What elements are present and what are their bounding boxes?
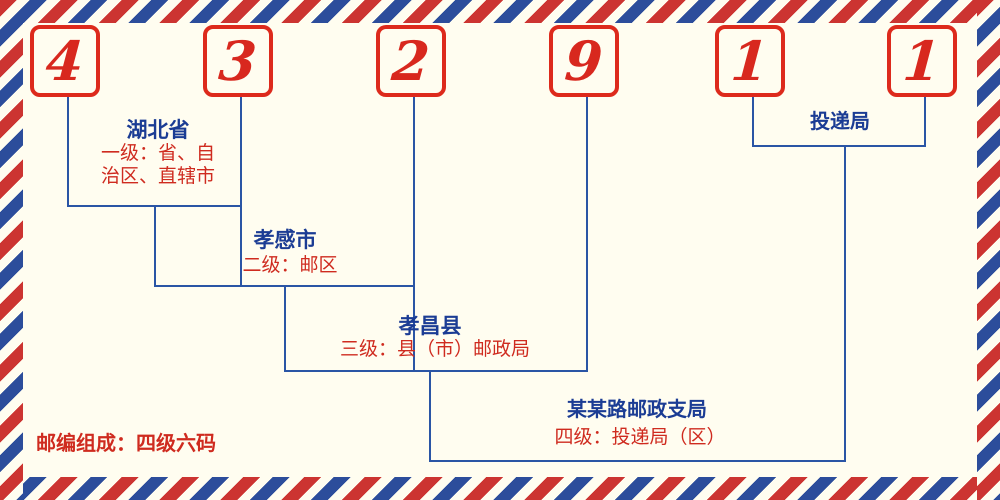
connector-line [429, 370, 431, 462]
level4-description: 四级：投递局（区） [554, 427, 726, 448]
level1-description-line1: 一级：省、自 [100, 143, 215, 164]
delivery-office-label: 投递局 [810, 111, 870, 133]
airmail-border-bottom [0, 477, 1000, 500]
airmail-border-left [0, 0, 23, 500]
postal-digit-box: 2 [376, 25, 446, 97]
postal-digit-box: 3 [203, 25, 273, 97]
airmail-border-right [977, 0, 1000, 500]
postal-digit: 2 [389, 29, 433, 93]
connector-line [67, 205, 242, 207]
postal-digit: 4 [43, 29, 87, 93]
connector-line [752, 145, 926, 147]
level2-city-name: 孝感市 [253, 229, 317, 252]
level2-description: 二级：邮区 [242, 255, 338, 276]
postal-digit-box: 1 [887, 25, 957, 97]
connector-line [752, 97, 754, 147]
level1-description-line2: 治区、直辖市 [100, 166, 215, 187]
level3-county-name: 孝昌县 [398, 315, 462, 338]
level1-description: 一级：省、自 治区、直辖市 [63, 142, 253, 188]
connector-line [154, 205, 156, 287]
postal-digit-box: 4 [30, 25, 100, 97]
connector-line [844, 145, 846, 462]
postal-digit: 1 [728, 29, 772, 93]
postal-digit: 1 [900, 29, 944, 93]
connector-line [67, 97, 69, 207]
level3-description: 三级：县（市）邮政局 [339, 339, 530, 360]
postal-digit: 3 [216, 29, 260, 93]
postal-digit-box: 1 [715, 25, 785, 97]
postal-digit: 9 [562, 29, 606, 93]
connector-line [429, 460, 846, 462]
connector-line [924, 97, 926, 147]
postal-code-composition-note: 邮编组成：四级六码 [36, 433, 216, 455]
connector-line [154, 285, 415, 287]
connector-line [284, 370, 588, 372]
level1-province-name: 湖北省 [126, 119, 190, 142]
postal-digit-box: 9 [549, 25, 619, 97]
airmail-border-top [0, 0, 1000, 23]
connector-line [240, 97, 242, 287]
connector-line [413, 97, 415, 372]
level4-branch-name: 某某路邮政支局 [567, 399, 707, 421]
connector-line [586, 97, 588, 372]
connector-line [284, 285, 286, 372]
